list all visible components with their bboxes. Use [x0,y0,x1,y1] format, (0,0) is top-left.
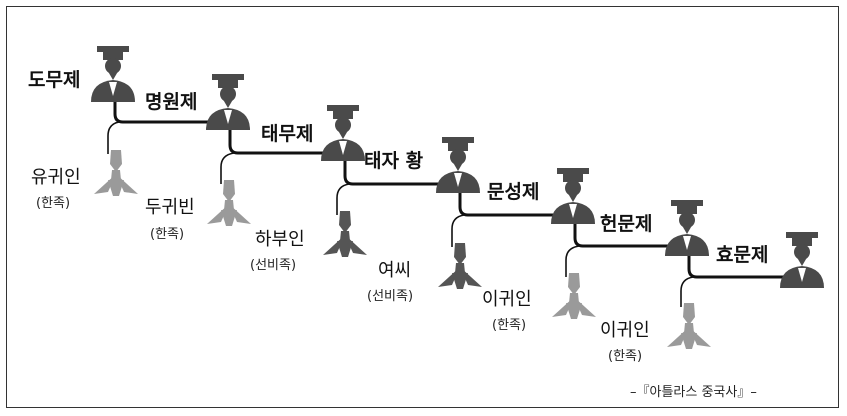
emperor-figure-6 [665,200,709,256]
consort-branch-line [451,214,465,247]
consort-note-4: (선비족) [367,289,413,304]
consort-figure-6 [667,303,711,349]
emperor-label-4: 태자 황 [364,149,424,172]
consort-branch-line [680,276,694,307]
lineage-step-line [458,193,573,217]
emperor-label-6: 헌문제 [600,213,652,235]
emperor-label-5: 문성제 [487,181,539,203]
emperor-label-3: 태무제 [261,123,313,145]
consort-figure-1 [94,150,138,196]
lineage-step-line [113,102,228,124]
consort-branch-line [220,152,235,184]
emperor-figure-2 [206,74,250,130]
consort-label-3: 하부인 [255,229,305,250]
diagram-frame [6,6,839,408]
consort-label-5: 이귀인 [482,289,532,310]
consort-label-1: 유귀인 [31,167,81,188]
consort-figure-3 [323,211,367,257]
consort-figure-4 [438,243,482,289]
emperor-label-7: 효문제 [716,244,768,266]
consort-branch-line [107,121,120,154]
consort-label-4: 여씨 [378,260,411,281]
consort-note-2: (한족) [150,227,184,242]
emperor-label-1: 도무제 [28,69,80,91]
consort-branch-line [565,245,580,277]
lineage-step-line [343,161,458,186]
consort-label-6: 이귀인 [600,320,650,341]
emperor-figure-1 [91,46,135,102]
consort-branch-line [336,183,350,215]
lineage-step-line [687,256,802,279]
consort-label-2: 두귀빈 [145,197,195,218]
consort-note-5: (한족) [492,318,526,333]
emperor-figure-3 [321,105,365,161]
lineage-step-line [573,224,687,248]
emperor-figure-5 [551,168,595,224]
consort-note-3: (선비족) [250,258,296,273]
consort-figure-2 [207,180,251,226]
source-caption: –『아틀라스 중국사』– [630,385,757,400]
figures [91,46,824,349]
emperor-label-2: 명원제 [145,91,197,113]
consort-note-6: (한족) [608,349,642,364]
lineage-step-line [228,130,343,155]
consort-note-1: (한족) [36,196,70,211]
consort-figure-5 [552,273,596,319]
emperor-figure-4 [436,137,480,193]
emperor-figure-7 [780,232,824,288]
